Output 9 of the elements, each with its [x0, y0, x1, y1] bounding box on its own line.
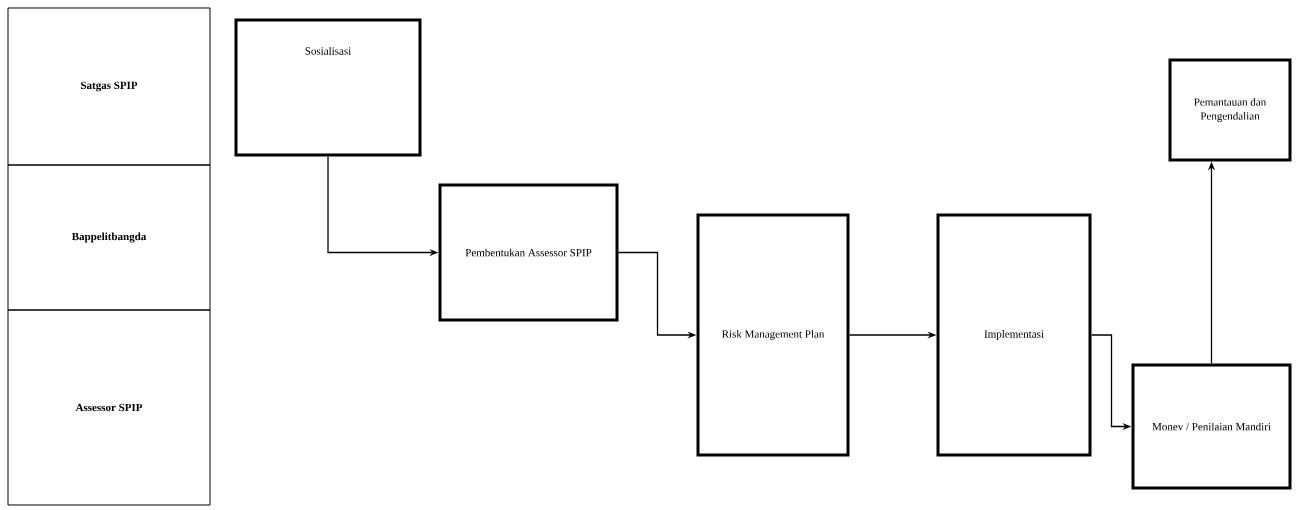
lane-box: Bappelitbangda [7, 164, 211, 311]
process-box: Pembentukan Assessor SPIP [438, 183, 619, 322]
process-box: Risk Management Plan [696, 213, 850, 457]
process-box: Monev / Penilaian Mandiri [1131, 363, 1292, 490]
process-box: Sosialisasi [234, 18, 422, 157]
lane-box: Assessor SPIP [7, 309, 211, 506]
process-box: Implementasi [936, 213, 1092, 457]
lane-box: Satgas SPIP [7, 7, 211, 166]
process-box: Pemantauan dan Pengendalian [1168, 58, 1292, 162]
